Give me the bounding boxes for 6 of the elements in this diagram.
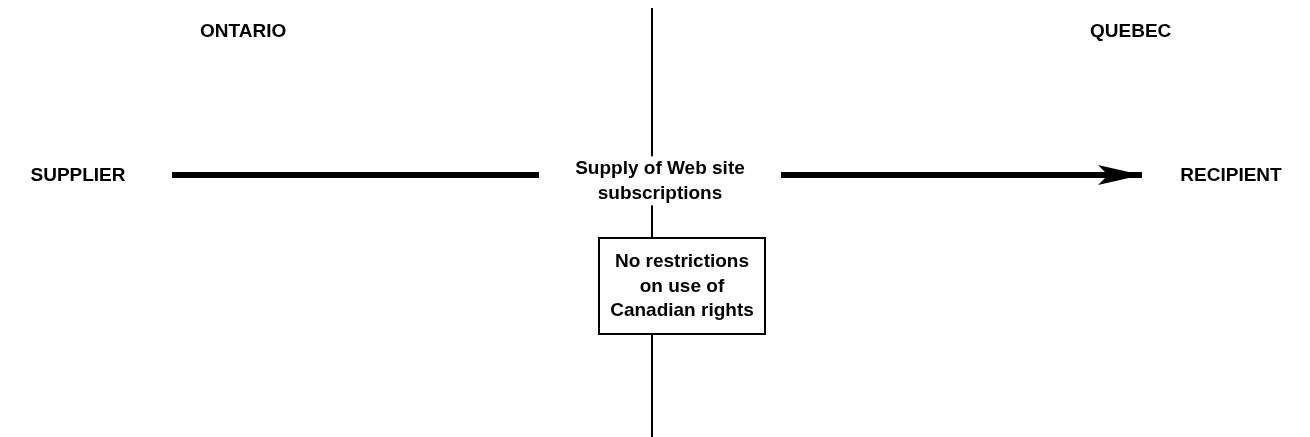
note-box: No restrictions on use of Canadian rights bbox=[598, 237, 766, 335]
party-label: SUPPLIER bbox=[8, 160, 148, 190]
edge-label: Supply of Web site subscriptions bbox=[539, 156, 781, 206]
party-label: RECIPIENT bbox=[1160, 160, 1302, 190]
region-label: ONTARIO bbox=[200, 20, 287, 42]
region-label: QUEBEC bbox=[1090, 20, 1172, 42]
